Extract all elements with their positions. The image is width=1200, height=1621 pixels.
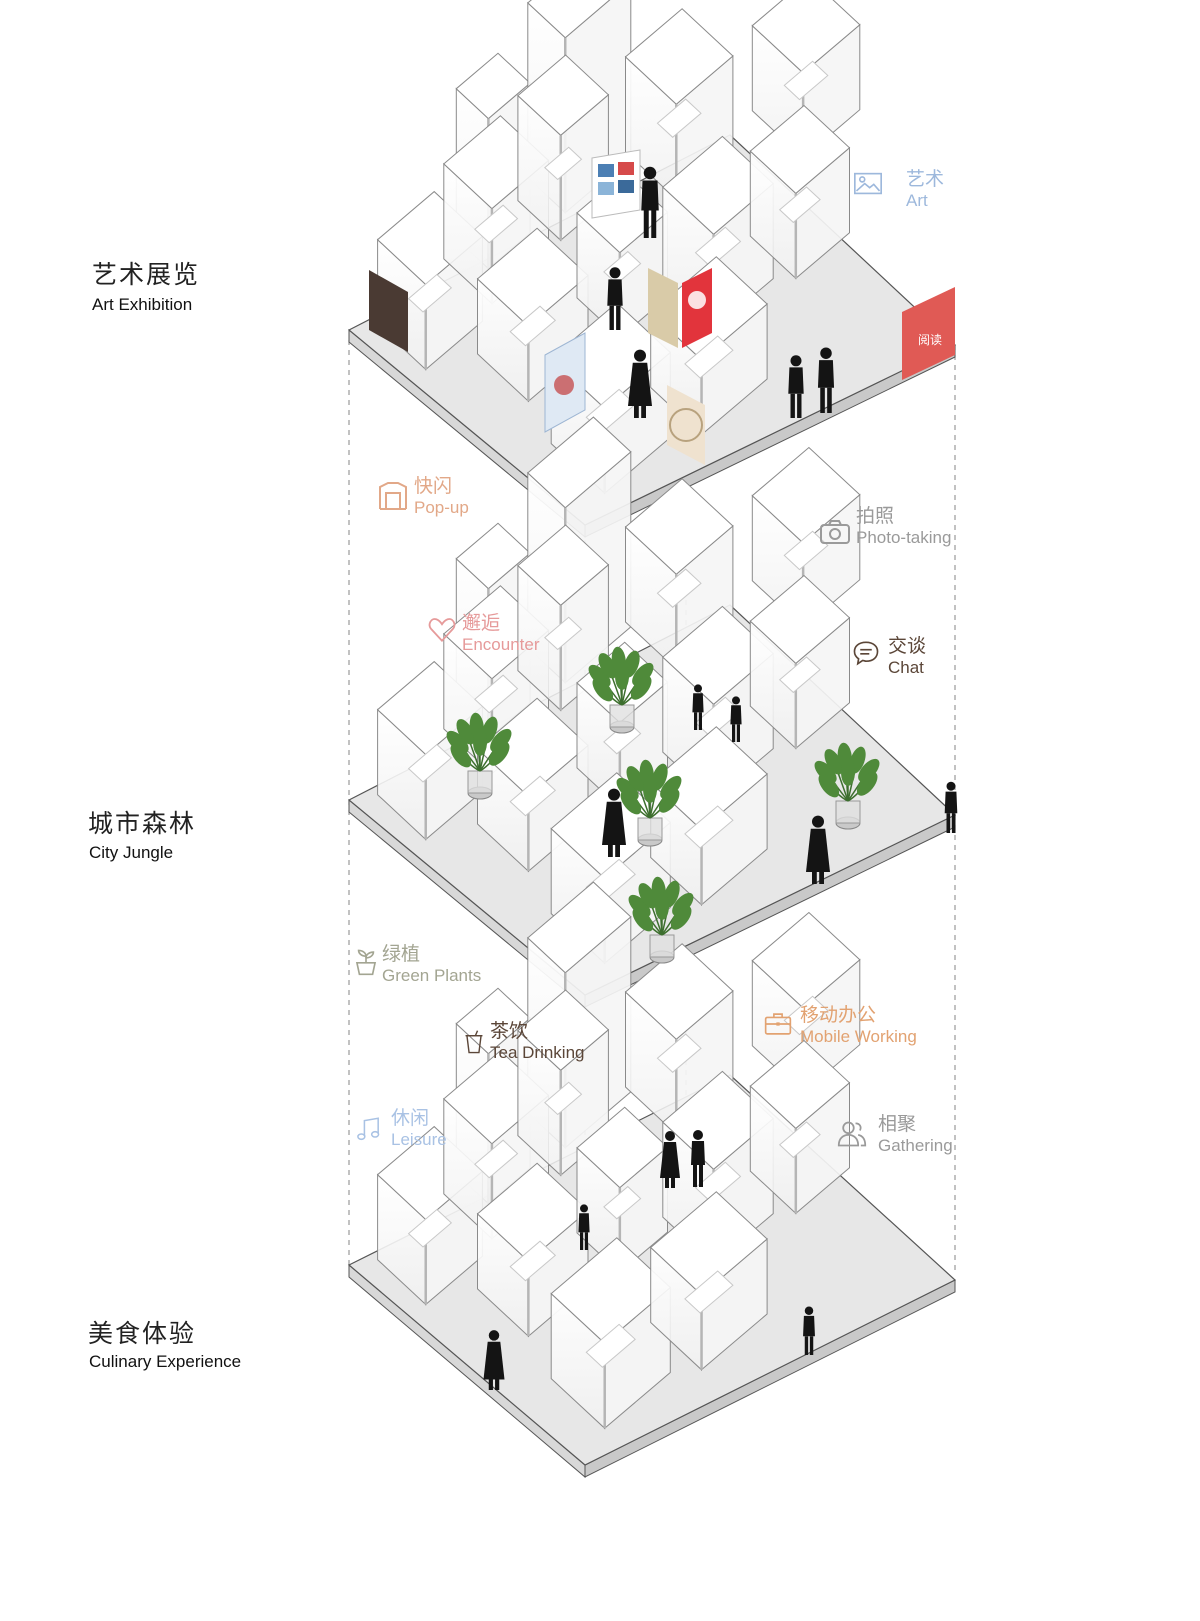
- function-label-en: Green Plants: [382, 966, 482, 985]
- potted-plant: [616, 759, 682, 847]
- function-label-cn: 相聚: [878, 1113, 917, 1135]
- function-label-cn: 艺术: [906, 168, 945, 190]
- function-popup: 快闪 Pop-up: [376, 475, 469, 519]
- poster-beige: [648, 268, 678, 348]
- picture-icon: [854, 172, 882, 195]
- function-label-en: Gathering: [878, 1136, 953, 1155]
- function-mobile: 移动办公 Mobile Working: [762, 1004, 917, 1048]
- function-plants: 绿植 Green Plants: [352, 943, 481, 987]
- poster-mark: [688, 291, 706, 309]
- heart-icon: [428, 618, 456, 643]
- poster-dark: [369, 270, 408, 352]
- function-chat: 交谈 Chat: [852, 635, 926, 679]
- function-label-cn: 茶饮: [490, 1020, 529, 1042]
- person-silhouette: [692, 684, 704, 730]
- level-title-en: City Jungle: [89, 843, 174, 862]
- function-label-cn: 绿植: [382, 943, 421, 965]
- function-tea: 茶饮 Tea Drinking: [462, 1020, 585, 1064]
- pavilion-box: [517, 524, 610, 712]
- person-silhouette: [788, 355, 804, 418]
- potted-plant: [446, 712, 512, 800]
- function-art: 艺术 Art: [850, 168, 944, 212]
- function-label-en: Encounter: [462, 635, 540, 654]
- pavilion-box: [751, 911, 861, 1095]
- function-label-en: Art: [906, 191, 928, 210]
- plants: [446, 646, 880, 964]
- person-silhouette: [602, 788, 626, 857]
- pavilion-box: [749, 104, 851, 280]
- person-silhouette: [660, 1131, 680, 1188]
- level-title-en: Culinary Experience: [89, 1352, 242, 1371]
- function-label-en: Photo-taking: [856, 528, 952, 547]
- pavilion-box: [550, 1237, 672, 1430]
- music-note-icon: [357, 1117, 380, 1141]
- level-title-en: Art Exhibition: [92, 295, 193, 314]
- pavilion-box: [476, 227, 589, 403]
- person-silhouette: [578, 1204, 590, 1250]
- poster-cream: [667, 385, 705, 465]
- person-silhouette: [607, 267, 623, 330]
- cup-icon: [465, 1030, 483, 1054]
- potted-plant: [628, 876, 694, 964]
- function-label-cn: 交谈: [888, 635, 927, 657]
- poster-thumb: [598, 182, 614, 195]
- potted-plant: [588, 646, 654, 734]
- poster-reading: 阅读: [918, 333, 942, 347]
- pavilion-box: [649, 1191, 768, 1371]
- function-photo: 拍照 Photo-taking: [818, 505, 951, 549]
- pavilion-box: [649, 726, 768, 906]
- potted-plant-icon: [355, 949, 377, 976]
- function-label-cn: 拍照: [856, 505, 895, 527]
- poster-mark: [669, 408, 703, 442]
- potted-plant: [814, 742, 880, 830]
- pavilion-box: [749, 574, 851, 750]
- function-label-cn: 邂逅: [462, 612, 501, 634]
- person-silhouette: [691, 1130, 705, 1187]
- function-encounter: 邂逅 Encounter: [428, 612, 540, 656]
- function-label-cn: 休闲: [391, 1107, 430, 1129]
- function-label-en: Tea Drinking: [490, 1043, 585, 1062]
- function-label-en: Leisure: [391, 1130, 447, 1149]
- function-gathering: 相聚 Gathering: [836, 1113, 953, 1157]
- person-silhouette: [806, 815, 830, 884]
- chat-bubble-icon: [853, 641, 879, 666]
- person-silhouette: [641, 166, 659, 238]
- person-silhouette: [817, 347, 835, 413]
- person-silhouette: [730, 696, 742, 742]
- function-label-en: Mobile Working: [800, 1027, 917, 1046]
- pavilion-box: [749, 1039, 851, 1215]
- function-label-en: Chat: [888, 658, 924, 677]
- poster-mark: [554, 375, 574, 395]
- level-title-cn: 城市森林: [88, 809, 197, 838]
- popup-stall-icon: [379, 482, 407, 510]
- poster-red-end: [902, 287, 955, 380]
- function-label-cn: 快闪: [414, 475, 453, 497]
- person-silhouette: [803, 1306, 815, 1355]
- pavilion-box: [476, 1162, 589, 1338]
- poster-thumb: [618, 162, 634, 175]
- people-icon: [837, 1121, 867, 1147]
- level-title-cn: 美食体验: [88, 1319, 197, 1348]
- posters: 阅读: [369, 149, 955, 465]
- person-silhouette: [483, 1330, 505, 1390]
- function-leisure: 休闲 Leisure: [356, 1107, 447, 1151]
- function-label-en: Pop-up: [414, 498, 469, 517]
- person-silhouette: [628, 349, 652, 418]
- poster-thumb: [598, 164, 614, 177]
- people: [483, 166, 958, 1390]
- pavilion-box: [751, 446, 861, 630]
- briefcase-icon: [764, 1013, 792, 1035]
- poster-thumb: [618, 180, 634, 193]
- level-title-cn: 艺术展览: [92, 260, 201, 289]
- function-label-cn: 移动办公: [800, 1004, 877, 1026]
- person-silhouette: [944, 781, 958, 833]
- camera-icon: [820, 520, 850, 544]
